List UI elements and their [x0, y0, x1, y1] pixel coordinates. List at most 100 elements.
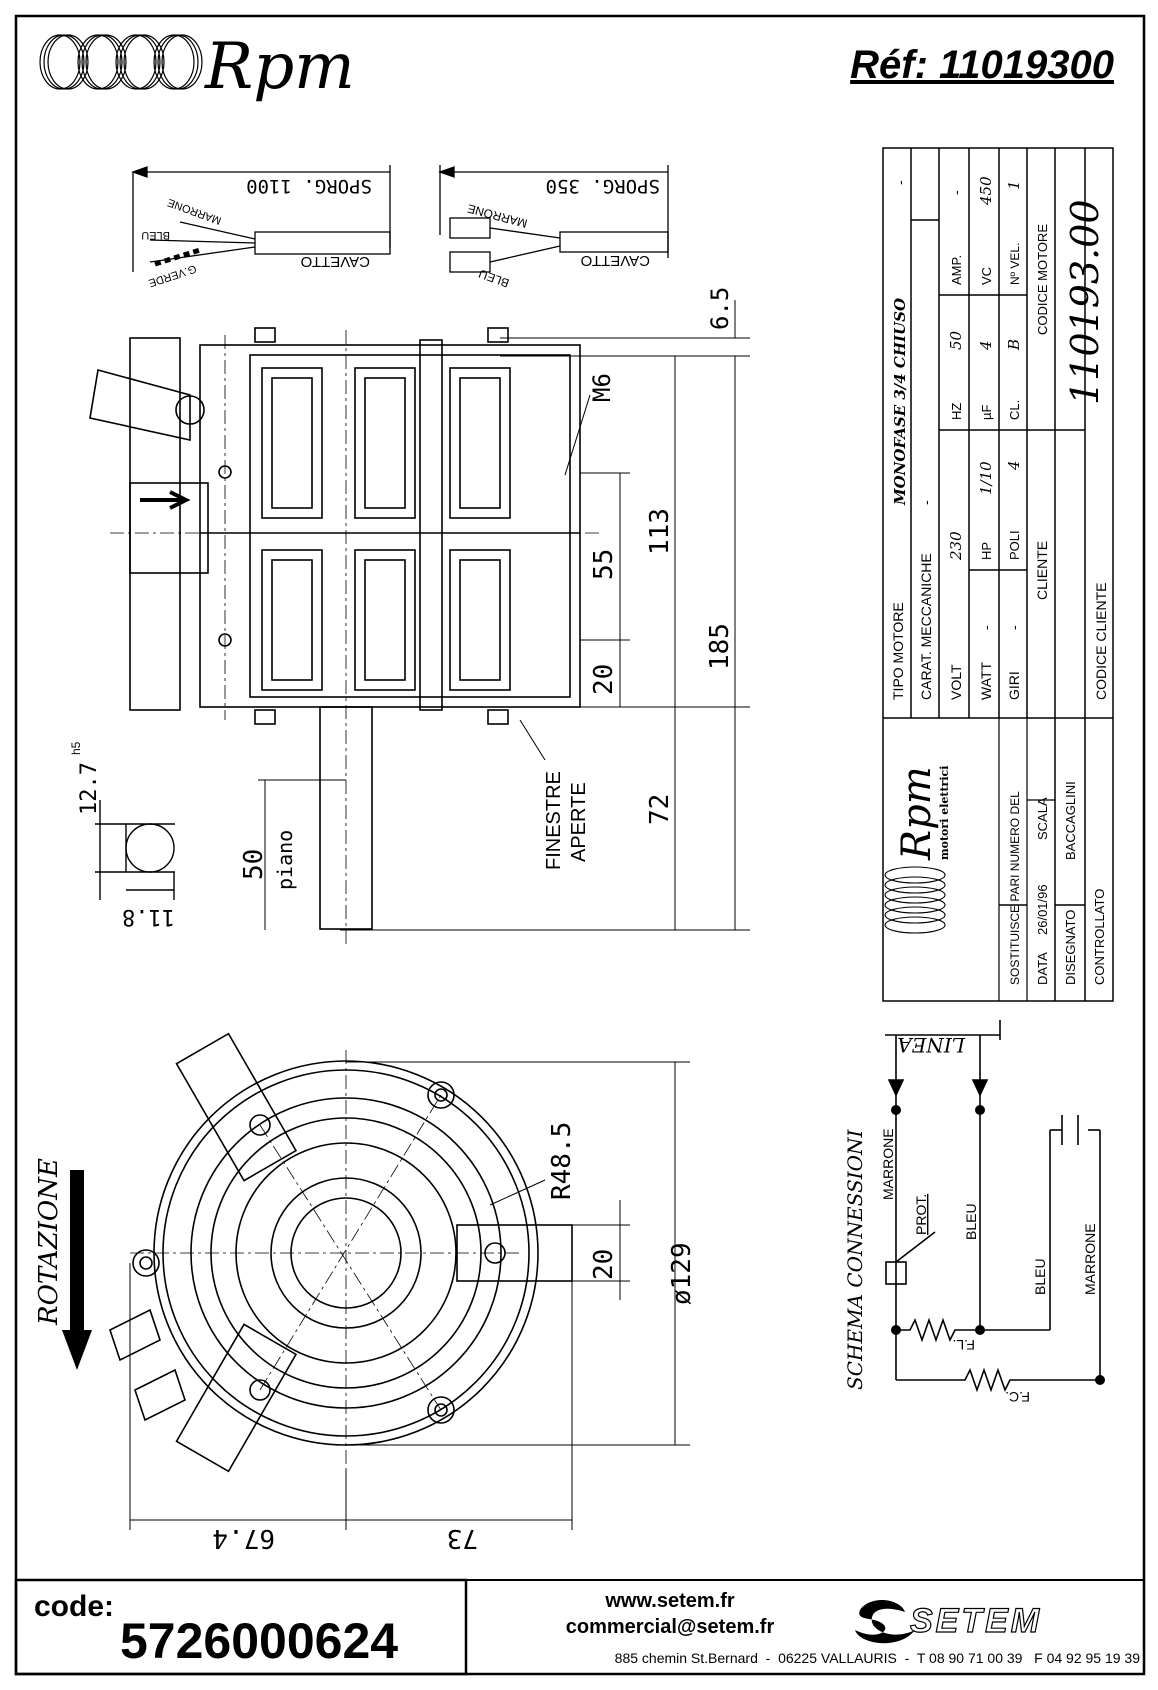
shaft-flat-label: piano: [273, 830, 297, 890]
cable-right-drawing: [438, 165, 669, 273]
rotation-arrow-small: [140, 490, 191, 510]
watt-value: -: [978, 625, 994, 630]
dim-diameter-129: ø129: [667, 1242, 697, 1305]
hp-value: 1/10: [977, 461, 995, 495]
website-link[interactable]: www.setem.fr: [605, 1590, 735, 1612]
cable-left-name: CAVETTO: [301, 253, 370, 270]
volt-value: 230: [947, 531, 965, 561]
side-dimension-lines: [258, 300, 750, 931]
schema-title: SCHEMA CONNESSIONI: [843, 1129, 867, 1390]
volt-label: VOLT: [948, 664, 964, 700]
controllato-label: CONTROLLATO: [1092, 889, 1107, 985]
dim-r48-5: R48.5: [547, 1122, 577, 1200]
schema-fc: F.C.: [1005, 1389, 1030, 1405]
uf-label: µF: [979, 405, 994, 420]
title-block-company-logo: [884, 866, 946, 934]
scala-label: SCALA: [1035, 797, 1050, 840]
shaft-diameter: 12.7: [77, 762, 102, 815]
schema-prot: PROT.: [913, 1194, 929, 1235]
rotation-label: ROTAZIONE: [34, 1158, 64, 1326]
cable-left-wire-marrone: MARRONE: [166, 196, 223, 227]
schema-marrone-2: MARRONE: [1082, 1223, 1098, 1295]
nvel-value: 1: [1005, 180, 1023, 190]
schema-linea: LINEA: [897, 1033, 966, 1057]
tipo-motore-extra: -: [892, 180, 908, 185]
cable-left-wire-gverde: G.VERDE: [147, 262, 198, 289]
front-centerlines: [130, 1050, 520, 1520]
tipo-motore-label: TIPO MOTORE: [890, 602, 906, 700]
email-link[interactable]: commercial@setem.fr: [565, 1616, 775, 1638]
dim-185: 185: [705, 623, 735, 670]
title-block-brand: Rpm: [894, 766, 940, 861]
data-label: DATA: [1035, 952, 1050, 985]
company-address: 885 chemin St.Bernard - 06225 VALLAURIS …: [614, 1650, 1140, 1666]
carat-meccaniche-label: CARAT. MECCANICHE: [918, 553, 934, 700]
poli-label: POLI: [1007, 530, 1022, 560]
dim-m6: M6: [588, 373, 616, 402]
side-centerlines: [110, 330, 600, 945]
rpm-coil-logo: [39, 34, 203, 90]
hz-label: HZ: [949, 403, 964, 420]
cable-right-wire-marrone: MARRONE: [466, 201, 529, 230]
vc-value: 450: [977, 176, 995, 206]
giri-label: GIRI: [1006, 671, 1022, 700]
setem-swoosh-icon: [855, 1600, 915, 1644]
dim-73: 73: [447, 1523, 478, 1553]
dim-20-front: 20: [589, 1249, 619, 1280]
title-block-frame: [882, 147, 1114, 1002]
setem-logo: SETEM: [910, 1602, 1042, 1640]
amp-label: AMP.: [949, 255, 964, 285]
schema-nodes: [891, 1105, 1105, 1385]
reference-number: Réf: 11019300: [850, 43, 1114, 87]
code-value: 5726000624: [120, 1613, 399, 1669]
shaft-flat: 11.8: [122, 904, 175, 929]
front-dimension-lines: [129, 1061, 690, 1530]
rotation-arrow: [62, 1170, 92, 1370]
schema-bleu-1: BLEU: [963, 1203, 979, 1240]
poli-value: 4: [1005, 460, 1023, 471]
carat-meccaniche-value: -: [918, 500, 934, 505]
shaft-section: [95, 800, 175, 900]
dim-113: 113: [645, 508, 675, 555]
cable-right-length: SPORG. 350: [546, 175, 660, 197]
disegnato-label: DISEGNATO: [1063, 910, 1078, 985]
hp-label: HP: [979, 542, 994, 560]
codice-cliente-label: CODICE CLIENTE: [1093, 583, 1109, 700]
title-block-brand-sub: motori elettrici: [938, 766, 951, 860]
giri-value: -: [1006, 625, 1022, 630]
windows-label-1: FINESTRE: [543, 771, 565, 870]
vc-label: VC: [979, 267, 994, 285]
connection-schema: [885, 1020, 1101, 1393]
tipo-motore-value: MONOFASE 3/4 CHIUSO: [891, 298, 909, 506]
cable-left-drawing: [131, 165, 391, 272]
watt-label: WATT: [978, 661, 994, 700]
code-label: code:: [34, 1590, 115, 1623]
cliente-label: CLIENTE: [1034, 541, 1050, 600]
sostituisce-label: SOSTITUISCE PARI NUMERO DEL: [1008, 791, 1022, 985]
cable-left-wire-bleu: BLEU: [141, 229, 170, 241]
schema-bleu-2: BLEU: [1032, 1258, 1048, 1295]
schema-fl: F.L.: [952, 1337, 975, 1353]
code-box: [14, 1578, 468, 1676]
cable-right-wire-bleu: BLEU: [477, 266, 511, 290]
motor-side-view: [89, 327, 581, 930]
codice-motore-label: CODICE MOTORE: [1035, 224, 1050, 335]
shaft-length: 50: [239, 849, 269, 880]
cable-left-length: SPORG. 1100: [246, 175, 372, 197]
cl-value: B: [1005, 339, 1023, 351]
title-block-lower-lines: [998, 718, 1055, 1001]
codice-motore-value: 110193.00: [1063, 200, 1107, 406]
amp-value: -: [948, 190, 964, 195]
schema-marrone-1: MARRONE: [880, 1128, 896, 1200]
dim-55: 55: [589, 549, 619, 580]
dim-6-5: 6.5: [706, 287, 734, 330]
uf-value: 4: [977, 340, 995, 351]
brand-name: Rpm: [204, 30, 355, 104]
dim-67-4: 67.4: [212, 1523, 275, 1553]
dim-20-side: 20: [589, 664, 619, 695]
cl-label: CL.: [1007, 400, 1022, 420]
dim-72: 72: [645, 794, 675, 825]
hz-value: 50: [947, 330, 965, 350]
